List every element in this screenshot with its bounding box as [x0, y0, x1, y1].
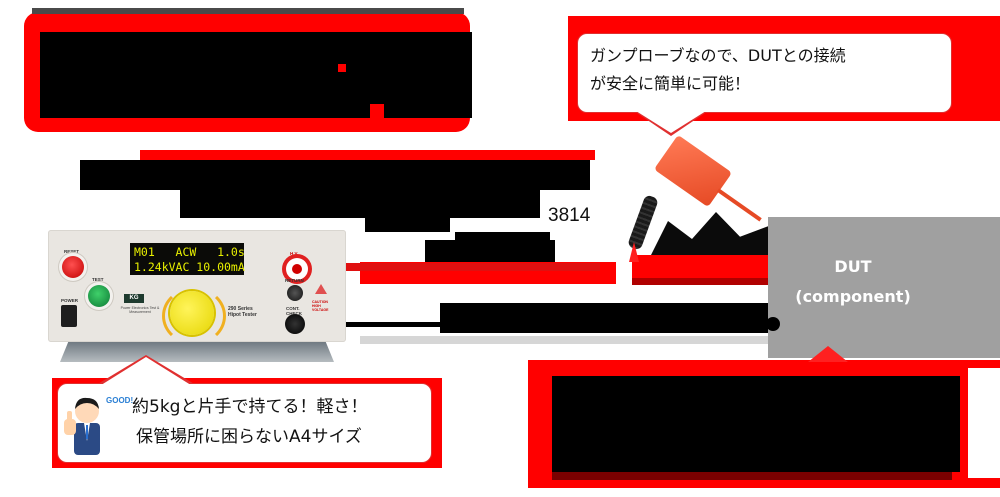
cont-check-jack[interactable]	[285, 314, 305, 334]
probe-rod	[716, 188, 762, 222]
size-bubble	[57, 383, 432, 463]
bottom-banner-shadow	[552, 472, 952, 480]
hv-cable	[310, 263, 600, 271]
return-cable	[322, 322, 774, 327]
hv-output-jack[interactable]	[286, 258, 308, 280]
gun-probe-icon	[653, 134, 733, 208]
thumbs-up-person-icon	[64, 397, 100, 455]
dut-sublabel: (component)	[795, 287, 911, 306]
device-base	[60, 342, 334, 362]
probe-bubble: ガンプローブなので、DUTとの接続 が安全に簡単に可能！	[577, 33, 952, 113]
kg-logo: KG	[124, 294, 144, 303]
title-notch	[370, 104, 384, 120]
cable-label-redacted-top	[455, 232, 550, 242]
adjust-knob[interactable]	[170, 291, 214, 335]
caution-label: CAUTION HIGH VOLTAGE	[312, 300, 329, 312]
warning-triangle-icon	[315, 284, 327, 294]
probe-bubble-line-2: が安全に簡単に可能！	[590, 74, 751, 93]
bottom-banner-redacted	[552, 376, 960, 472]
title-accent-dot	[338, 64, 346, 72]
subtitle-redacted-3	[365, 218, 450, 232]
return-jack[interactable]	[287, 285, 303, 301]
title-redacted-block	[40, 32, 472, 118]
reset-button[interactable]	[62, 256, 84, 278]
test-button[interactable]	[88, 285, 110, 307]
bottom-banner-right-gap	[968, 368, 1000, 478]
dut-shadow	[768, 350, 1000, 358]
display-line-1: M01 ACW 1.0s	[134, 245, 245, 259]
dut-box: DUT (component)	[768, 217, 1000, 352]
return-label: RETURN	[285, 278, 304, 283]
test-label: TEST	[92, 277, 104, 282]
probe-cable	[627, 194, 659, 251]
power-label: POWER	[61, 298, 79, 303]
return-cable-shadow	[360, 336, 770, 344]
good-badge: GOOD!	[106, 396, 133, 406]
return-cable-clip	[766, 317, 780, 331]
subtitle-red-bar	[140, 150, 595, 160]
probe-tip	[629, 242, 639, 262]
size-bubble-text: 約5kgと片手で持てる！軽さ！ 保管場所に困らないA4サイズ	[132, 392, 367, 452]
display-line-2: 1.24kVAC 10.00mA	[134, 260, 245, 274]
model-number-fragment: 3814	[548, 205, 591, 226]
return-cable-band	[440, 303, 774, 333]
probe-redacted-zigzag	[650, 212, 770, 257]
dut-label: DUT	[834, 257, 872, 276]
subtitle-redacted-1	[80, 160, 590, 190]
subtitle-redacted-2	[180, 190, 540, 218]
kg-tagline: Power Electronics Test & Measurement	[120, 306, 160, 314]
reset-label: RESET	[64, 249, 80, 254]
probe-bubble-tail	[636, 111, 706, 133]
power-switch[interactable]	[61, 305, 77, 327]
hv-cable-band-shadow	[632, 278, 772, 285]
device-display: M01 ACW 1.0s 1.24kVAC 10.00mA	[130, 243, 245, 275]
size-bubble-line-2: 保管場所に困らないA4サイズ	[136, 427, 362, 447]
cont-check-label: CONT. CHECK	[286, 306, 302, 316]
size-bubble-line-1: 約5kgと片手で持てる！軽さ！	[132, 397, 368, 417]
series-line-2: Hipot Tester	[228, 312, 257, 318]
series-line-1: 290 Series	[228, 306, 253, 312]
cable-label-redacted	[425, 240, 555, 262]
knob-arc-decoration	[162, 287, 226, 345]
probe-bubble-line-1: ガンプローブなので、DUTとの接続	[590, 46, 846, 65]
hv-label: H.V.	[290, 251, 299, 256]
